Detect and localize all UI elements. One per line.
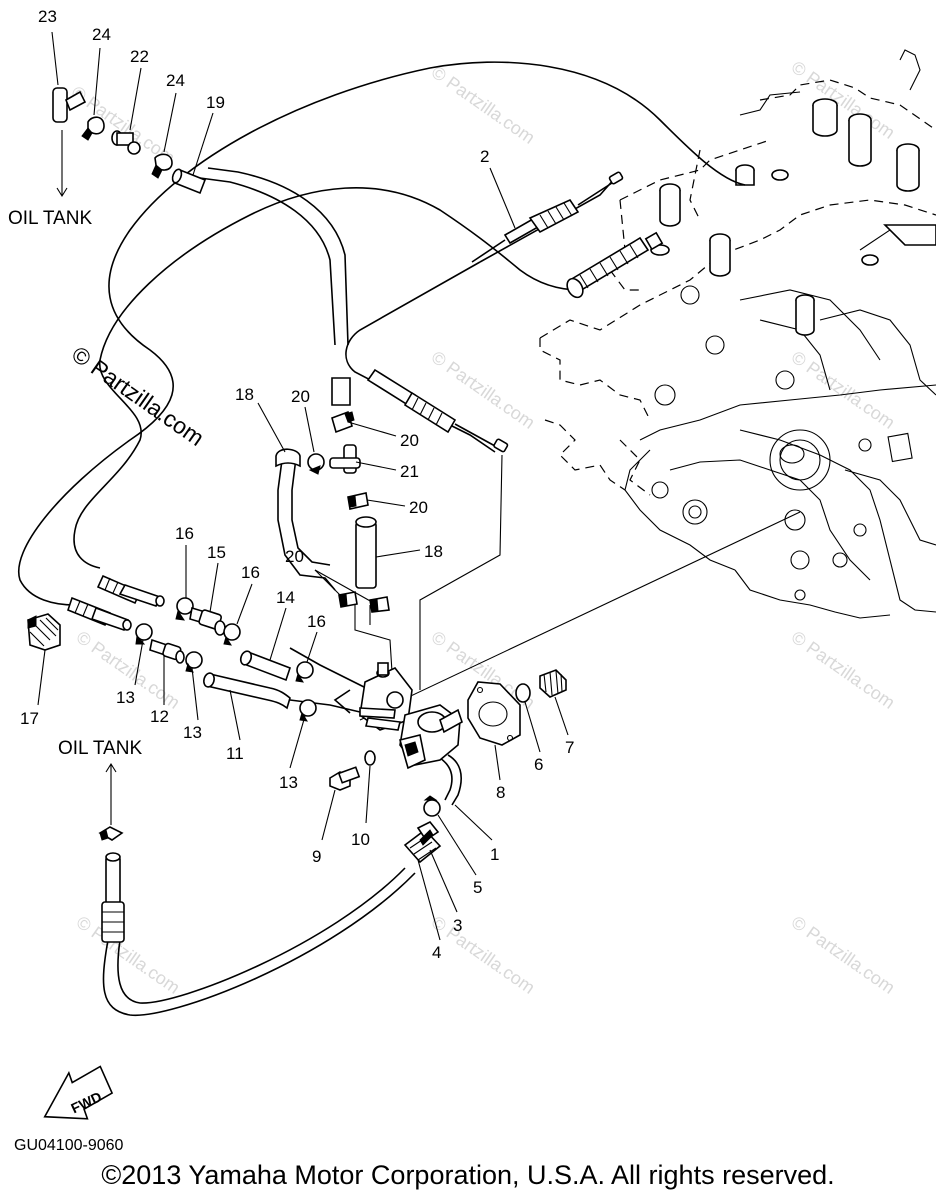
oil-tank-label-bottom: OIL TANK [58, 738, 142, 759]
callout-numbers: 23 24 22 24 19 2 18 20 20 21 20 18 16 15… [20, 7, 574, 962]
copyright-notice: ©2013 Yamaha Motor Corporation, U.S.A. A… [101, 1160, 835, 1190]
parts [27, 87, 664, 943]
callout-22: 22 [130, 47, 149, 66]
callout-20: 20 [285, 547, 304, 566]
callout-1: 1 [490, 845, 499, 864]
callout-16: 16 [241, 563, 260, 582]
callout-18: 18 [235, 385, 254, 404]
callout-11: 11 [226, 744, 244, 763]
fuel-filter-15 [189, 606, 226, 636]
leader-lines [37, 31, 569, 941]
clamp-16c [295, 661, 314, 683]
callout-24: 24 [92, 25, 111, 44]
gasket-8 [467, 681, 521, 746]
o-ring-6 [515, 683, 531, 703]
callout-16: 16 [175, 524, 194, 543]
clamp-13b [185, 651, 203, 673]
callout-8: 8 [496, 783, 505, 802]
clamp-20e [369, 596, 390, 613]
hoses [17, 61, 801, 1017]
callout-15: 15 [207, 543, 226, 562]
oil-tank-label-top: OIL TANK [8, 208, 92, 229]
reference-code: GU04100-9060 [14, 1137, 124, 1154]
joint-21 [329, 444, 361, 474]
washer-10 [364, 750, 376, 766]
clamp-5 [423, 795, 441, 817]
tube-18 [355, 516, 377, 589]
callout-17: 17 [20, 709, 39, 728]
clamp-16b [223, 623, 241, 646]
clamp-20a [331, 410, 355, 434]
clamp-20d [338, 591, 358, 608]
callout-4: 4 [432, 943, 441, 962]
oil-tank-fitting-bottom [98, 826, 125, 943]
callout-23: 23 [38, 7, 57, 26]
callout-7: 7 [565, 738, 574, 757]
clamp-13c [299, 699, 317, 722]
callout-3: 3 [453, 916, 462, 935]
hose-fitting-3-4 [403, 820, 442, 864]
engine-block [539, 49, 936, 619]
clamp-20b [347, 492, 369, 510]
callout-12: 12 [150, 707, 169, 726]
hose-11 [203, 672, 291, 710]
bolt-9 [329, 766, 361, 791]
callout-13: 13 [116, 688, 135, 707]
callout-10: 10 [351, 830, 370, 849]
hose-14 [239, 650, 292, 682]
clamp-16a [175, 597, 194, 621]
callout-2: 2 [480, 147, 489, 166]
callout-14: 14 [276, 588, 295, 607]
callout-21: 21 [400, 462, 419, 481]
drive-gear-7 [539, 669, 567, 698]
check-valve-22 [111, 130, 141, 155]
t-fitting-23 [52, 87, 87, 123]
callout-5: 5 [473, 878, 482, 897]
callout-20: 20 [409, 498, 428, 517]
fwd-arrow: FWD [43, 1065, 114, 1120]
watermark: © Partzilla.com [428, 62, 539, 148]
filter-12 [149, 638, 185, 664]
callout-16: 16 [307, 612, 326, 631]
watermark: © Partzilla.com [73, 912, 184, 998]
cable-2-lower [366, 368, 509, 453]
oil-pump-1 [359, 662, 463, 770]
watermark: © Partzilla.com [788, 912, 899, 998]
callout-9: 9 [312, 847, 321, 866]
callout-18: 18 [424, 542, 443, 561]
callout-20: 20 [400, 431, 419, 450]
callout-13: 13 [279, 773, 298, 792]
cable-2 [471, 171, 664, 299]
watermark: © Partzilla.com [428, 912, 539, 998]
callout-6: 6 [534, 755, 543, 774]
callout-13: 13 [183, 723, 202, 742]
callout-19: 19 [206, 93, 225, 112]
clamp-13a [135, 623, 153, 645]
watermark: © Partzilla.com [788, 57, 899, 143]
hose-19 [171, 168, 207, 195]
watermark: © Partzilla.com [788, 627, 899, 713]
strainer-17 [27, 613, 61, 651]
callout-24: 24 [166, 71, 185, 90]
callout-20: 20 [291, 387, 310, 406]
cylinder-bosses [650, 98, 920, 336]
clamp-20c [307, 453, 325, 475]
pipe-fittings-left [67, 574, 165, 632]
